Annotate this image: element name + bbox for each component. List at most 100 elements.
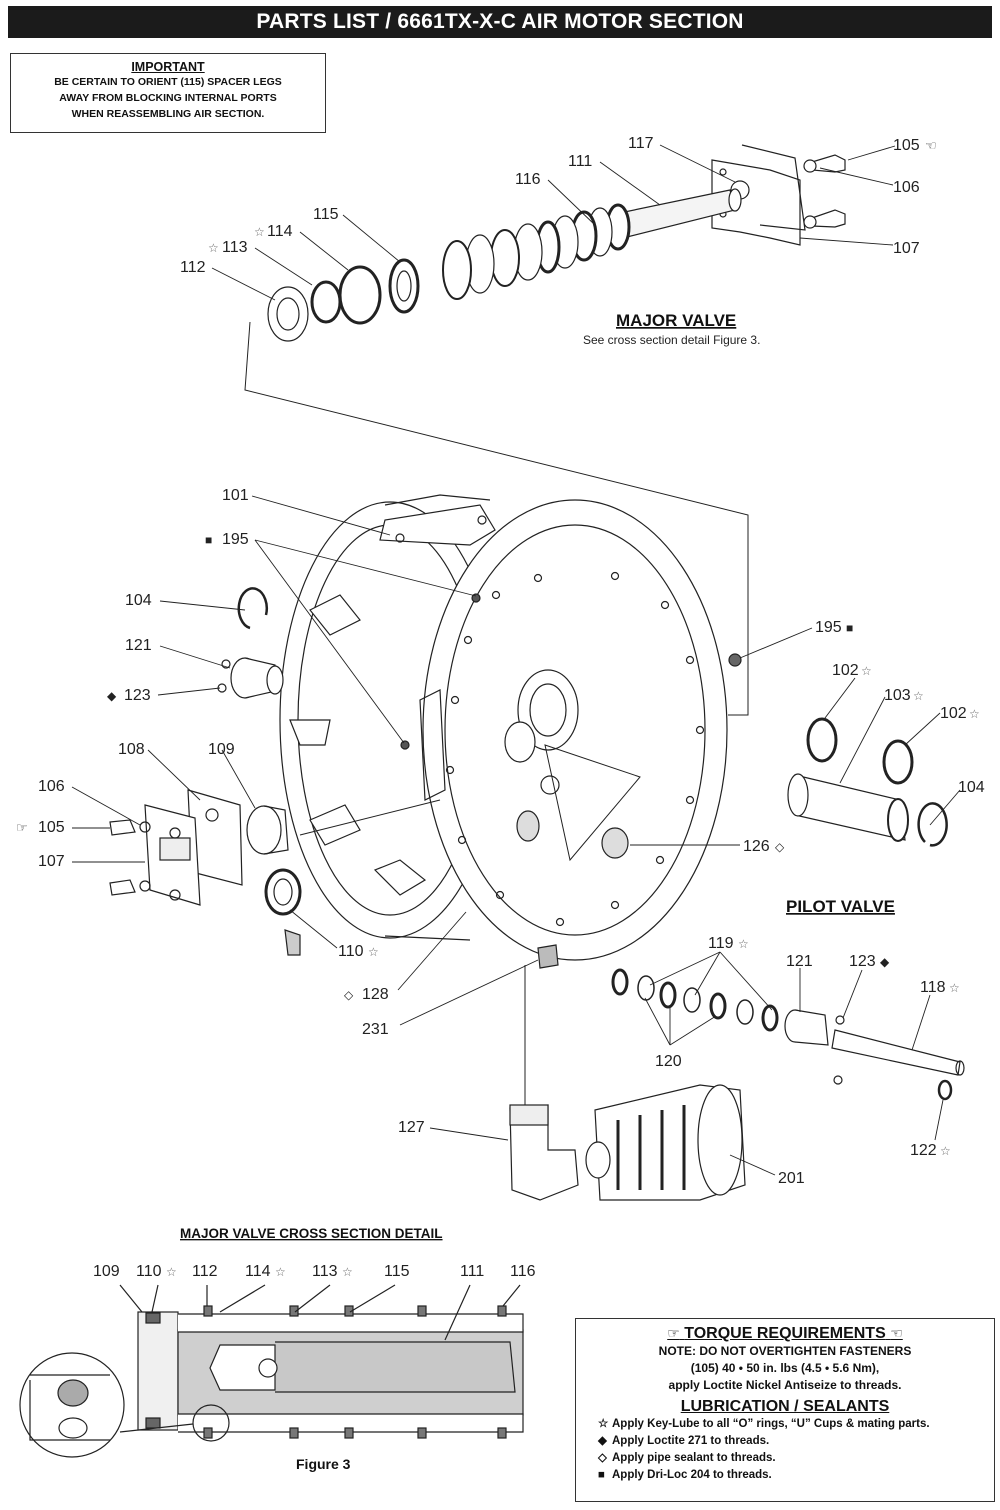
part-114-o-ring xyxy=(338,265,382,325)
callout-105-left: 105 xyxy=(38,819,65,836)
star-icon: ☆ xyxy=(598,1418,609,1430)
part-118-pilot-spool xyxy=(831,1029,965,1076)
part-107-plate-left xyxy=(144,804,201,906)
diamond-outline-icon: ◇ xyxy=(344,988,354,1002)
callout-128: 128 xyxy=(362,986,389,1003)
cross-section-title: MAJOR VALVE CROSS SECTION DETAIL xyxy=(180,1226,443,1241)
callout-195-right: 195 xyxy=(815,619,842,636)
star-icon: ☆ xyxy=(275,1265,286,1279)
xsec-label-114: 114 xyxy=(245,1263,271,1280)
xsec-label-110: 110 xyxy=(136,1263,162,1280)
star-icon: ☆ xyxy=(368,945,379,959)
star-icon: ☆ xyxy=(940,1144,951,1158)
torque-spec: (105) 40 • 50 in. lbs (4.5 • 5.6 Nm), xyxy=(690,1361,880,1375)
part-112-washer xyxy=(267,286,309,342)
lubrication-item-text: Apply Loctite 271 to threads. xyxy=(612,1435,770,1447)
part-102-o-ring-b xyxy=(882,739,914,785)
callout-112-top: 112 xyxy=(180,259,206,276)
part-105-bolts-left xyxy=(109,819,181,901)
square-icon: ■ xyxy=(205,533,212,547)
torque-note: NOTE: DO NOT OVERTIGHTEN FASTENERS xyxy=(658,1344,912,1358)
hand-icon: ☜ xyxy=(890,1325,903,1341)
callout-126: 126 xyxy=(743,838,770,855)
part-127-elbow xyxy=(509,1104,579,1201)
part-116-seal-stack xyxy=(442,203,631,300)
pilot-valve-title: PILOT VALVE xyxy=(786,897,895,916)
part-115-spacer xyxy=(388,258,420,314)
xsec-label-115: 115 xyxy=(384,1263,410,1280)
callout-114-top: 114 xyxy=(267,223,293,240)
part-110-seal xyxy=(264,868,302,916)
part-119-seal-stack xyxy=(611,968,779,1032)
callout-127: 127 xyxy=(398,1119,425,1136)
diamond-outline-icon: ◇ xyxy=(775,840,785,854)
hand-icon: ☞ xyxy=(16,820,28,835)
torque-title-row: ☞ TORQUE REQUIREMENTS ☜ xyxy=(576,1325,994,1343)
star-icon: ☆ xyxy=(342,1265,353,1279)
callout-102-b: 102 xyxy=(940,705,967,722)
part-121-pilot-cap xyxy=(784,1009,845,1085)
callout-121-right: 121 xyxy=(786,953,813,970)
callout-105-top: 105 xyxy=(893,137,920,154)
part-104-snap-ring-left xyxy=(237,587,269,630)
page-header: PARTS LIST / 6661TX-X-C AIR MOTOR SECTIO… xyxy=(8,6,992,38)
callout-104-left: 104 xyxy=(125,592,152,609)
part-121-cap-left xyxy=(217,657,284,699)
callout-106-left: 106 xyxy=(38,778,65,795)
diamond-icon: ◆ xyxy=(107,689,117,703)
hand-icon: ☞ xyxy=(667,1325,680,1341)
callout-101: 101 xyxy=(222,487,249,504)
callout-115-top: 115 xyxy=(313,206,339,223)
lubrication-title: LUBRICATION / SEALANTS xyxy=(680,1398,890,1415)
xsec-label-109: 109 xyxy=(93,1263,120,1280)
major-valve-note: See cross section detail Figure 3. xyxy=(583,333,760,347)
callout-102-a: 102 xyxy=(832,662,859,679)
callout-123-left: 123 xyxy=(124,687,151,704)
star-icon: ☆ xyxy=(254,225,265,239)
important-line-3: WHEN REASSEMBLING AIR SECTION. xyxy=(71,108,265,120)
star-icon: ☆ xyxy=(861,664,872,678)
callout-119: 119 xyxy=(708,935,734,952)
lubrication-item: ■ Apply Dri-Loc 204 to threads. xyxy=(576,1467,994,1484)
hand-icon: ☜ xyxy=(925,138,937,153)
part-105-bolts-top xyxy=(803,154,846,229)
callout-118: 118 xyxy=(920,979,946,996)
callout-120: 120 xyxy=(655,1053,682,1070)
callout-107-top: 107 xyxy=(893,240,920,257)
lubrication-item-text: Apply Dri-Loc 204 to threads. xyxy=(612,1469,772,1481)
callout-106-top: 106 xyxy=(893,179,920,196)
torque-apply: apply Loctite Nickel Antiseize to thread… xyxy=(668,1378,902,1392)
callout-110: 110 xyxy=(338,943,364,960)
part-104-snap-ring-right xyxy=(917,802,948,847)
callout-103: 103 xyxy=(884,687,911,704)
star-icon: ☆ xyxy=(949,981,960,995)
important-line-2: AWAY FROM BLOCKING INTERNAL PORTS xyxy=(59,92,277,104)
part-103-sleeve xyxy=(787,773,909,842)
part-128-plug xyxy=(284,929,301,956)
lubrication-item-text: Apply pipe sealant to threads. xyxy=(612,1452,776,1464)
lubrication-item: ☆Apply Key-Lube to all “O” rings, “U” Cu… xyxy=(576,1416,994,1433)
lubrication-item-text: Apply Key-Lube to all “O” rings, “U” Cup… xyxy=(612,1418,930,1430)
xsec-label-112: 112 xyxy=(192,1263,218,1280)
figure-3-cross-section xyxy=(19,1284,524,1458)
part-113-o-ring xyxy=(310,280,342,324)
important-title: IMPORTANT xyxy=(131,60,205,74)
square-icon: ■ xyxy=(598,1469,605,1481)
square-icon: ■ xyxy=(846,621,853,635)
diamond-outline-icon: ◇ xyxy=(598,1452,607,1464)
callout-121-left: 121 xyxy=(125,637,152,654)
part-109-cap xyxy=(246,805,289,855)
callout-104-right: 104 xyxy=(958,779,985,796)
figure-3-label: Figure 3 xyxy=(296,1456,351,1472)
callout-123-right: 123 xyxy=(849,953,876,970)
star-icon: ☆ xyxy=(913,689,924,703)
callout-107-left: 107 xyxy=(38,853,65,870)
callout-116-top: 116 xyxy=(515,171,541,188)
important-line-1: BE CERTAIN TO ORIENT (115) SPACER LEGS xyxy=(54,76,282,88)
star-icon: ☆ xyxy=(208,241,219,255)
xsec-label-116: 116 xyxy=(510,1263,536,1280)
diamond-icon: ◆ xyxy=(880,955,890,969)
callout-111-top: 111 xyxy=(568,153,592,170)
part-108-gasket xyxy=(187,789,243,886)
